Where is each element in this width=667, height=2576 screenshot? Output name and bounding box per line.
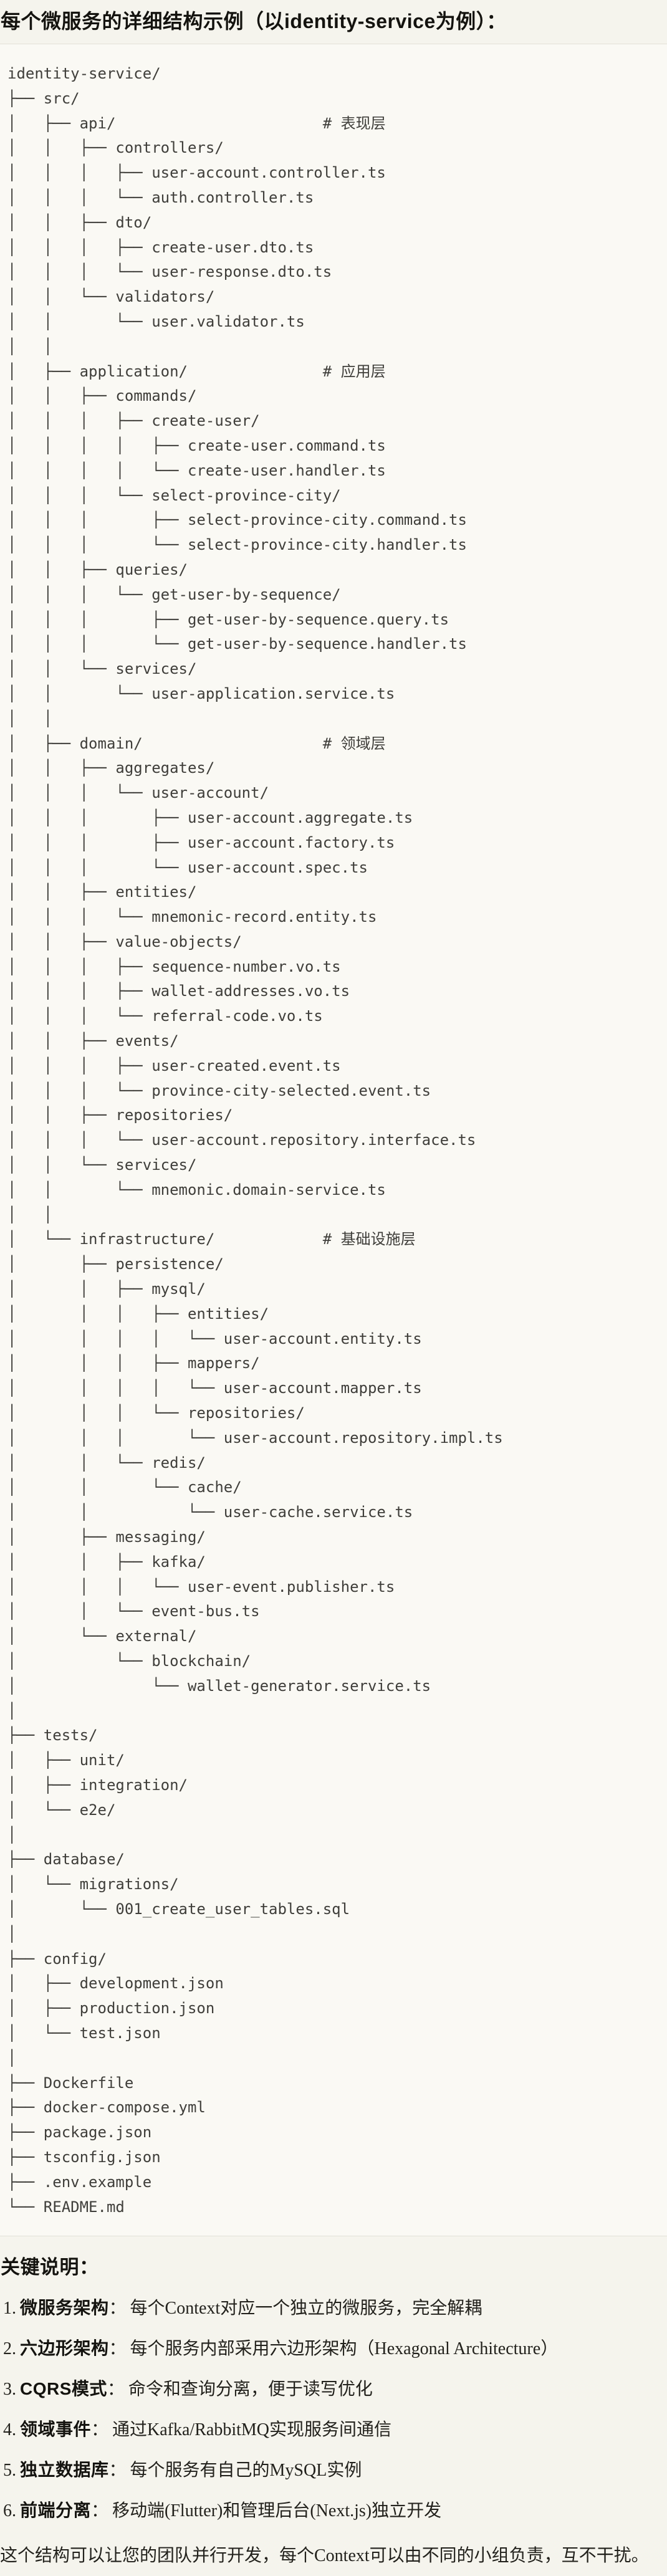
item-text: 每个服务有自己的MySQL实例 [130,2461,362,2481]
list-item: 3.CQRS模式：命令和查询分离，便于读写优化 [3,2378,667,2401]
item-number: 2. [3,2339,16,2359]
item-number: 1. [3,2299,16,2319]
notes-list: 1.微服务架构：每个Context对应一个独立的微服务，完全解耦 2.六边形架构… [0,2297,667,2522]
item-separator: ： [108,2461,127,2481]
item-label: 独立数据库 [20,2460,109,2480]
item-number: 4. [3,2420,16,2440]
list-item: 4.领域事件：通过Kafka/RabbitMQ实现服务间通信 [3,2418,667,2441]
item-separator: ： [108,2299,127,2319]
list-item: 5.独立数据库：每个服务有自己的MySQL实例 [3,2459,667,2482]
item-number: 6. [3,2501,16,2521]
closing-paragraph: 这个结构可以让您的团队并行开发，每个Context可以由不同的小组负责，互不干扰… [0,2546,649,2566]
item-number: 5. [3,2461,16,2481]
item-label: CQRS模式 [20,2379,107,2399]
item-label: 前端分离 [20,2501,92,2521]
item-separator: ： [108,2339,127,2359]
page-title: 每个微服务的详细结构示例（以identity-service为例）： [1,10,507,32]
item-text: 命令和查询分离，便于读写优化 [128,2380,373,2400]
item-label: 微服务架构 [20,2298,109,2318]
directory-tree: identity-service/ ├── src/ │ ├── api/ # … [7,65,503,2216]
item-separator: ： [91,2420,109,2440]
item-label: 领域事件 [20,2420,92,2440]
item-separator: ： [91,2501,109,2521]
notes-heading: 关键说明： [1,2256,99,2279]
item-number: 3. [3,2380,16,2400]
item-text: 每个服务内部采用六边形架构（Hexagonal Architecture） [130,2339,559,2359]
list-item: 1.微服务架构：每个Context对应一个独立的微服务，完全解耦 [3,2297,667,2320]
item-text: 通过Kafka/RabbitMQ实现服务间通信 [112,2420,391,2440]
list-item: 6.前端分离：移动端(Flutter)和管理后台(Next.js)独立开发 [3,2499,667,2522]
document-page: 每个微服务的详细结构示例（以identity-service为例）： ident… [0,10,667,2567]
item-text: 每个Context对应一个独立的微服务，完全解耦 [130,2299,482,2319]
list-item: 2.六边形架构：每个服务内部采用六边形架构（Hexagonal Architec… [3,2337,667,2360]
code-block: identity-service/ ├── src/ │ ├── api/ # … [0,44,667,2237]
item-label: 六边形架构 [20,2339,109,2358]
item-text: 移动端(Flutter)和管理后台(Next.js)独立开发 [112,2501,442,2521]
item-separator: ： [107,2380,125,2400]
